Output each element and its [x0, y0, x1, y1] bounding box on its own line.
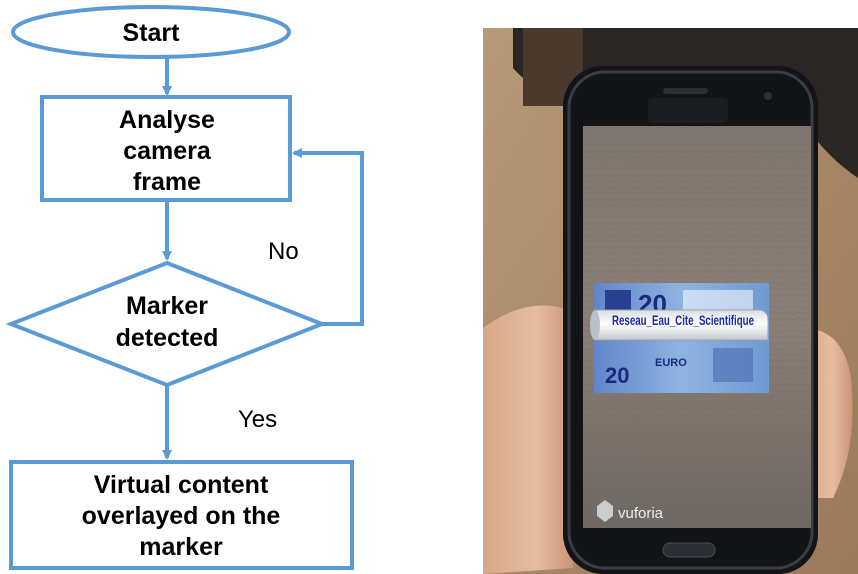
arrow-no-loop	[292, 148, 364, 326]
decision-label-1: Marker	[126, 292, 208, 320]
overlay-label-3: marker	[139, 533, 223, 561]
flowchart: Start Analyse camera frame Marker detect…	[5, 5, 364, 570]
overlay-label-1: Virtual content	[94, 471, 269, 499]
bill-value-bottom: 20	[605, 363, 629, 388]
hand	[483, 305, 573, 574]
start-label: Start	[123, 19, 181, 47]
analyse-box	[40, 95, 292, 202]
ar-phone-photo: 20 20 EURO Reseau_Eau_Cite_Scientifique …	[483, 28, 858, 574]
decision-label-2: detected	[116, 324, 219, 352]
vuforia-logo	[597, 500, 613, 522]
phone-sensor	[648, 98, 728, 123]
vuforia-brand: vuforia	[618, 505, 664, 522]
analyse-label-1: Analyse	[119, 106, 215, 134]
ar-overlay-text: Reseau_Eau_Cite_Scientifique	[612, 312, 754, 328]
overlay-box	[9, 460, 354, 570]
phone-bezel	[567, 70, 814, 570]
analyse-label-3: frame	[133, 168, 201, 196]
ar-virtual-roll: Reseau_Eau_Cite_Scientifique	[590, 309, 769, 341]
yes-label: Yes	[238, 406, 277, 433]
analyse-label-2: camera	[123, 137, 212, 165]
no-label: No	[268, 238, 299, 265]
background-bag	[513, 28, 858, 178]
overlay-label-2: overlayed on the	[82, 502, 281, 530]
bill-euro-text: EURO	[655, 357, 687, 369]
phone-home-button	[662, 542, 716, 558]
phone-earpiece	[663, 88, 708, 94]
start-terminal	[11, 5, 291, 59]
phone-camera	[764, 92, 772, 100]
